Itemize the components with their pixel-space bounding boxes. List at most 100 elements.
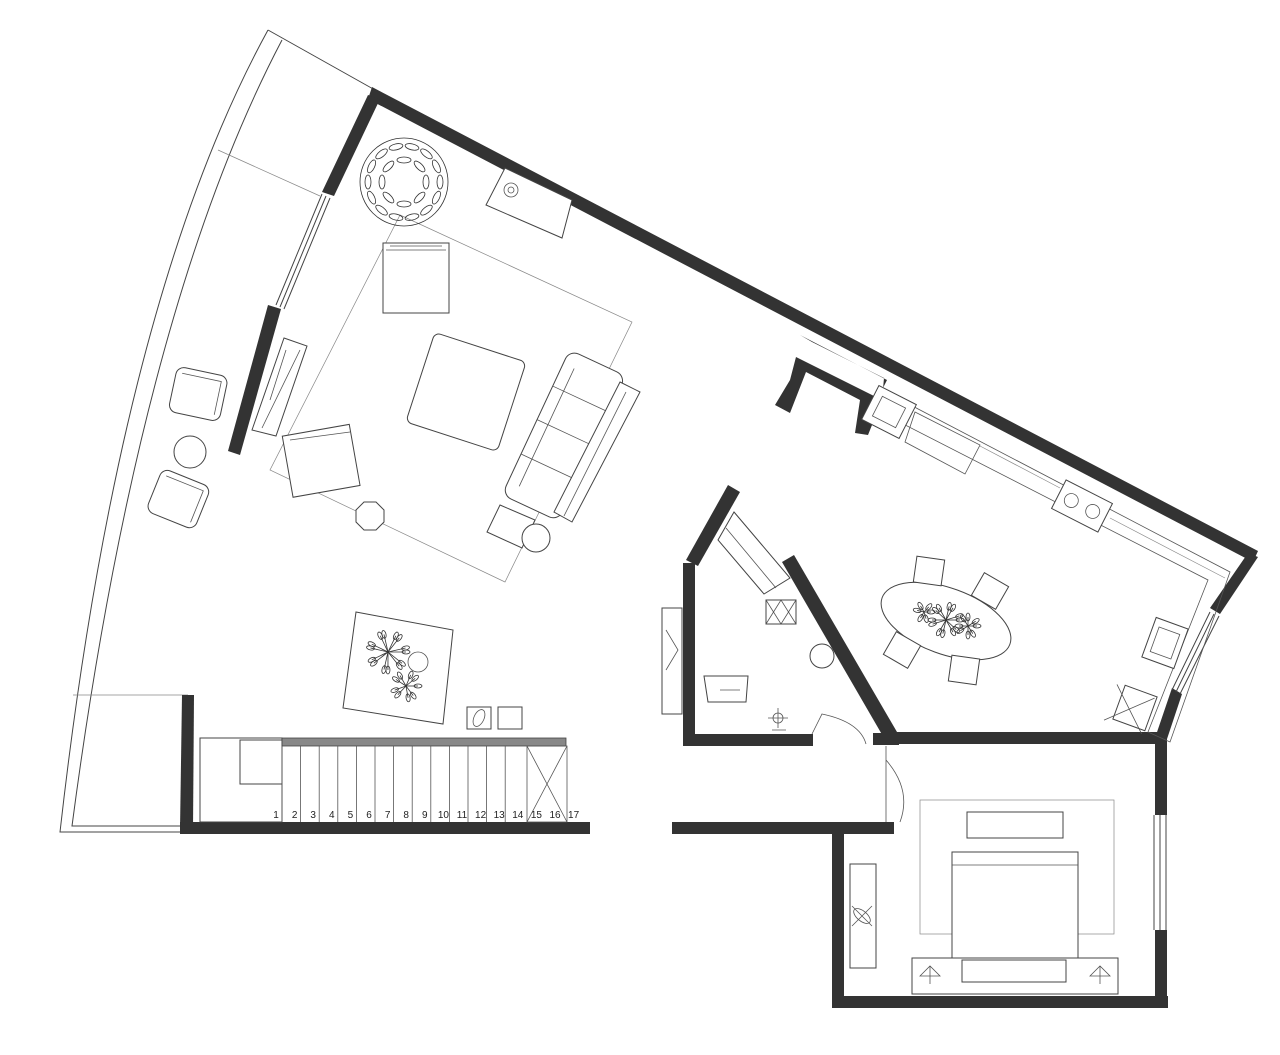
stair-step-number: 8 bbox=[403, 810, 409, 821]
plant-leaf bbox=[422, 174, 430, 190]
stair-step-number: 3 bbox=[310, 810, 316, 821]
wall-south-mid bbox=[672, 822, 894, 834]
hall-bench bbox=[661, 607, 683, 715]
plant-leaf bbox=[935, 628, 943, 637]
nightstand-left bbox=[919, 965, 941, 984]
stair-step-number: 13 bbox=[494, 810, 506, 821]
wall-kitchen-bottom bbox=[884, 732, 1166, 744]
plant-leaf bbox=[413, 191, 426, 204]
stair-step-number: 1 bbox=[273, 810, 279, 821]
plant-stem bbox=[370, 647, 389, 653]
plant-leaf bbox=[401, 645, 410, 651]
plant-leaf bbox=[396, 156, 412, 164]
bath-cabinet bbox=[717, 511, 791, 595]
plant-leaf bbox=[965, 630, 971, 640]
coffee-table bbox=[406, 333, 526, 451]
dining-chair-3 bbox=[882, 631, 922, 669]
bathroom bbox=[661, 511, 867, 745]
plant-leaf bbox=[955, 613, 964, 619]
plant-leaf bbox=[395, 634, 403, 642]
bath-shelf bbox=[765, 599, 797, 625]
plant-leaf bbox=[395, 662, 403, 670]
plant-stem bbox=[945, 606, 950, 621]
plant-stem bbox=[373, 651, 389, 664]
plant-leaf bbox=[367, 656, 376, 663]
plant-leaf bbox=[956, 627, 965, 634]
plant-stem bbox=[960, 625, 969, 632]
living-rug bbox=[269, 214, 633, 583]
cabinet-left bbox=[251, 337, 308, 437]
stair-step-number: 10 bbox=[438, 810, 450, 821]
kitchen-shelf bbox=[1112, 684, 1158, 732]
plant-stem bbox=[387, 635, 397, 653]
wall-bed-left bbox=[832, 822, 844, 1008]
plant-stem bbox=[945, 619, 954, 633]
plant-stem bbox=[405, 685, 409, 698]
plant-leaf bbox=[396, 671, 404, 680]
plant-leaf bbox=[396, 200, 412, 208]
stair-step-number: 14 bbox=[512, 810, 524, 821]
plant-leaf bbox=[912, 607, 922, 613]
wall-south-left bbox=[180, 822, 590, 834]
wall-north bbox=[368, 87, 1258, 562]
dining-chair-1 bbox=[912, 555, 946, 587]
bath-toilet bbox=[703, 675, 749, 703]
plant-stem bbox=[967, 620, 976, 627]
plant-leaf bbox=[926, 609, 936, 615]
windows bbox=[275, 193, 1220, 930]
plant-leaf bbox=[375, 204, 388, 216]
wall-bath-door-jamb bbox=[873, 733, 899, 745]
wall-west-top bbox=[322, 95, 380, 196]
plant-stem bbox=[397, 685, 407, 696]
plant-leaf bbox=[917, 614, 924, 623]
plant-stem bbox=[945, 607, 954, 621]
plant-stem bbox=[405, 685, 414, 696]
plant-leaf bbox=[388, 143, 404, 151]
plant-leaf bbox=[431, 190, 441, 205]
balcony-chair-2 bbox=[147, 469, 210, 529]
plant-top-left bbox=[359, 137, 449, 227]
plant-stem bbox=[942, 619, 947, 634]
plant-stem bbox=[945, 615, 960, 621]
wall-bath-left-diag bbox=[686, 485, 740, 566]
wall-east-upper bbox=[1210, 553, 1258, 614]
plant-leaf bbox=[378, 174, 386, 190]
stair-step-number: 7 bbox=[385, 810, 391, 821]
plant-stem bbox=[383, 651, 389, 670]
plant-stem bbox=[967, 625, 974, 634]
plant-leaf bbox=[923, 614, 929, 623]
plant-stem bbox=[938, 607, 947, 621]
kitchen bbox=[860, 384, 1231, 743]
plant-bottom bbox=[366, 630, 423, 703]
plant-leaf bbox=[367, 159, 377, 174]
plant-leaf bbox=[409, 691, 417, 700]
balcony-furniture bbox=[147, 367, 228, 529]
plant-stem bbox=[387, 651, 403, 664]
kitchen-hob bbox=[1050, 479, 1114, 533]
plant-leaf bbox=[413, 683, 423, 689]
wall-bed-right-bottom bbox=[1155, 930, 1167, 1008]
stair-step-number: 12 bbox=[475, 810, 487, 821]
plant-stem bbox=[923, 611, 927, 619]
kitchen-sink bbox=[860, 384, 918, 440]
plant-leaf bbox=[390, 687, 399, 693]
plant-stem bbox=[923, 606, 930, 613]
plant-leaf bbox=[949, 603, 957, 612]
balcony-chair-1 bbox=[168, 367, 228, 421]
plant-stem bbox=[938, 619, 947, 633]
plant-stem bbox=[383, 634, 389, 653]
plant-stem bbox=[395, 679, 407, 687]
plant-stem bbox=[387, 637, 400, 653]
plant-leaf bbox=[411, 674, 419, 682]
plant-leaf bbox=[367, 190, 377, 205]
plant-leaf bbox=[436, 174, 444, 190]
side-table-top bbox=[485, 167, 573, 239]
plant-leaf bbox=[954, 623, 964, 629]
plant-leaf bbox=[382, 160, 395, 173]
stair-step-number: 17 bbox=[568, 810, 580, 821]
wall-bath-right-diag bbox=[782, 555, 897, 738]
kitchen-cabinet bbox=[904, 411, 981, 475]
wall-bed-bottom bbox=[832, 996, 1168, 1008]
balcony bbox=[59, 29, 376, 833]
